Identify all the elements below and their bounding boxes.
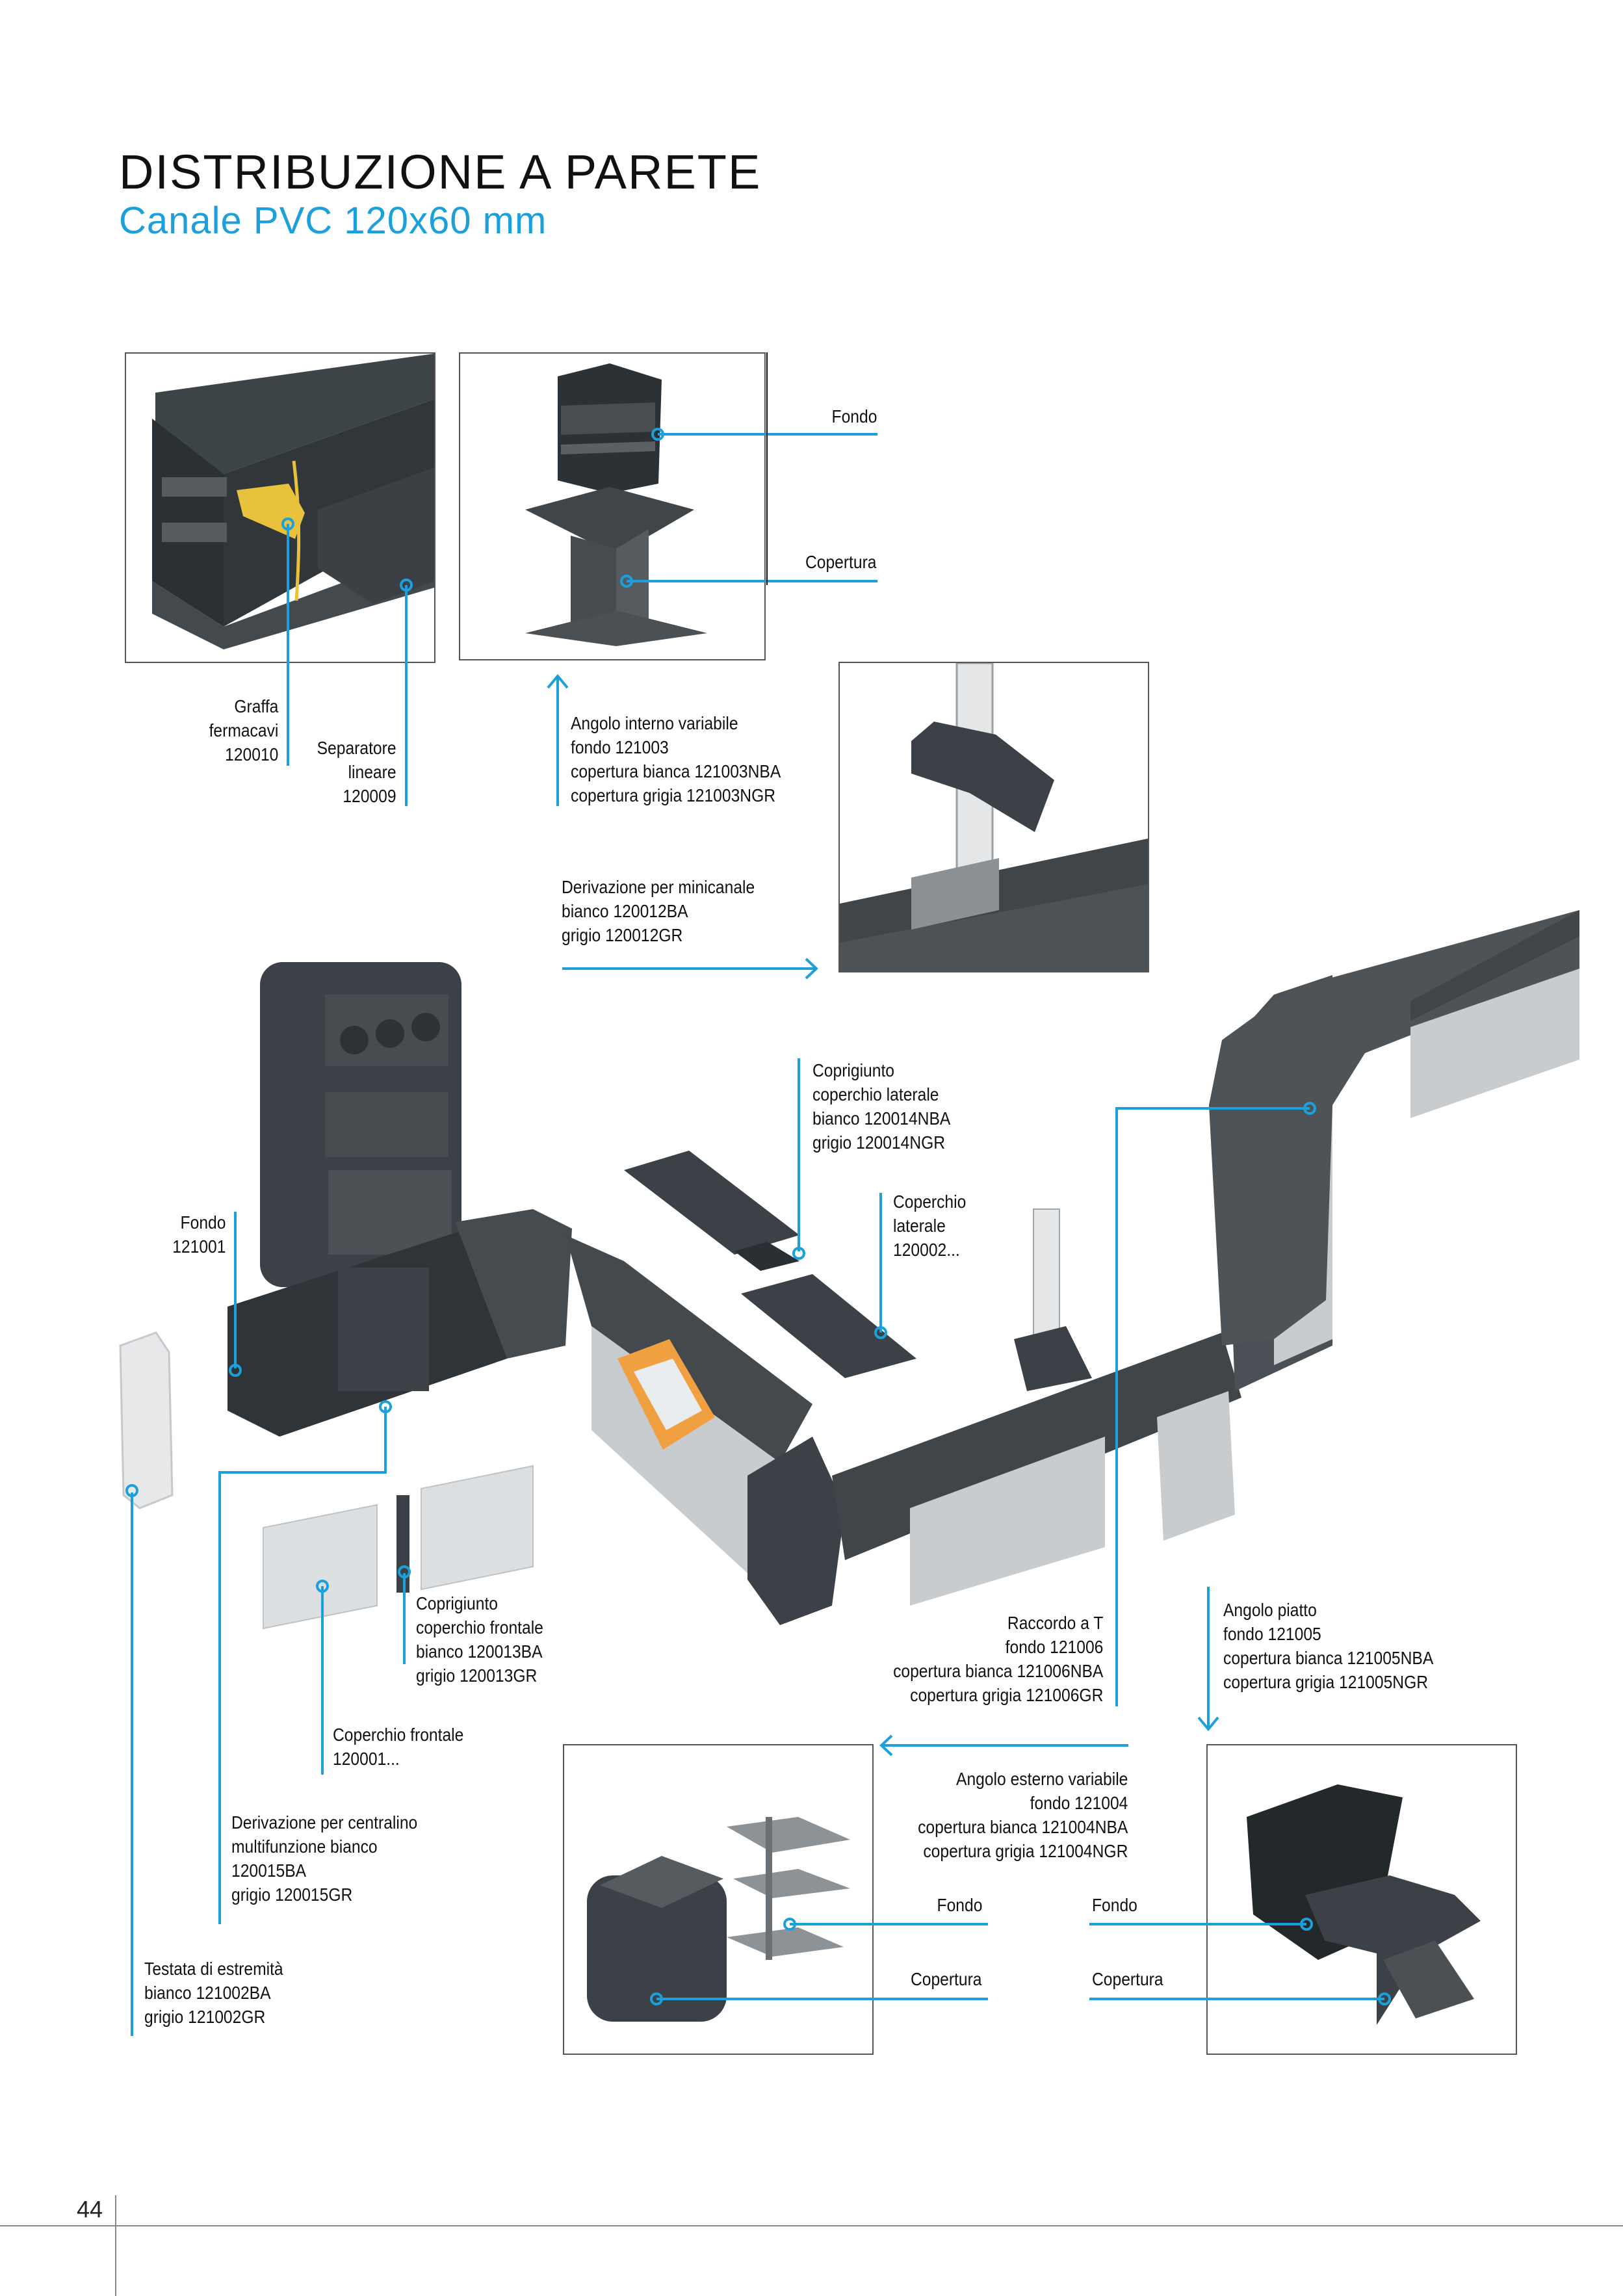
photo-internal-corner — [459, 352, 766, 660]
callout-separatore-lineare: Separatore lineare 120009 — [317, 738, 396, 806]
callout-copertura-bottom-left: Copertura — [911, 1969, 982, 1989]
page-number: 44 — [77, 2196, 103, 2223]
callout-fondo-121001: Fondo 121001 — [172, 1212, 226, 1257]
front-cover-right-part — [421, 1465, 534, 1591]
page-title: DISTRIBUZIONE A PARETE — [119, 145, 762, 199]
minicanale-derivation-illustration — [840, 663, 1148, 971]
channel-section-illustration — [152, 354, 434, 649]
callout-testata-estremita: Testata di estremità bianco 121002BA gri… — [144, 1959, 283, 2027]
callout-angolo-esterno: Angolo esterno variabile fondo 121004 co… — [917, 1769, 1128, 1861]
callout-coperchio-laterale: Coperchio laterale 120002... — [893, 1192, 967, 1260]
callout-angolo-interno: Angolo interno variabile fondo 121003 co… — [571, 713, 781, 805]
side-cover-top-part — [624, 1151, 799, 1255]
callout-raccordo-t: Raccordo a T fondo 121006 copertura bian… — [892, 1613, 1103, 1705]
callout-fondo-bottom-right: Fondo — [1092, 1895, 1137, 1915]
photo-channel-section — [125, 352, 435, 663]
end-cap-part — [119, 1331, 174, 1509]
callout-coprigiunto-laterale: Coprigiunto coperchio laterale bianco 12… — [812, 1060, 951, 1153]
multifunction-box-part — [260, 962, 461, 1287]
internal-corner-illustration — [525, 363, 707, 646]
callout-graffa-fermacavi: Graffa fermacavi 120010 — [209, 696, 278, 764]
flat-corner-illustration — [1247, 1784, 1481, 2025]
page-subtitle: Canale PVC 120x60 mm — [119, 200, 547, 242]
callout-copertura-bottom-right: Copertura — [1092, 1969, 1163, 1989]
callout-coprigiunto-frontale: Coprigiunto coperchio frontale bianco 12… — [416, 1593, 543, 1686]
external-corner-illustration — [587, 1817, 850, 2022]
callout-derivazione-centralino: Derivazione per centralino multifunzione… — [231, 1812, 418, 1905]
callout-derivazione-minicanale: Derivazione per minicanale bianco 120012… — [562, 877, 755, 945]
callout-angolo-piatto: Angolo piatto fondo 121005 copertura bia… — [1223, 1600, 1434, 1692]
photo-minicanale-derivation — [838, 662, 1149, 972]
callout-fondo-top: Fondo — [831, 406, 877, 426]
side-cover-part — [741, 1274, 916, 1378]
callout-copertura-top: Copertura — [805, 552, 877, 572]
photo-flat-corner — [1206, 1744, 1517, 2055]
callout-fondo-bottom-left: Fondo — [937, 1895, 982, 1915]
callout-coperchio-frontale: Coperchio frontale 120001... — [333, 1725, 464, 1769]
front-cover-left-part — [263, 1504, 378, 1630]
outlet-plate — [617, 1339, 715, 1450]
photo-external-corner — [563, 1744, 874, 2055]
front-joint-cover-part — [396, 1495, 409, 1593]
